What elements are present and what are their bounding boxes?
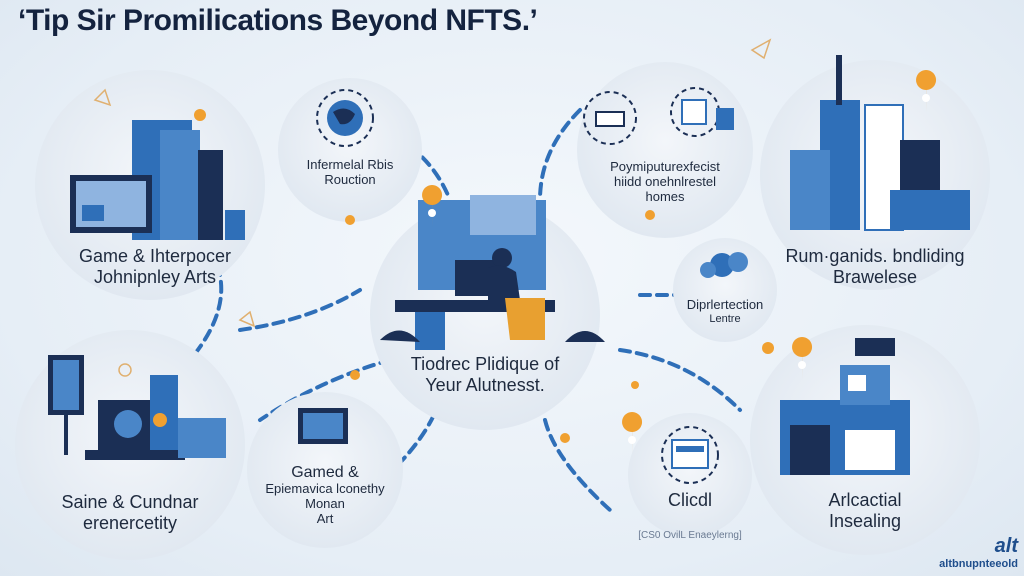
map-pin-icons — [422, 70, 937, 455]
desk-worker-illustration — [380, 195, 605, 350]
node-label-bottom-left: Saine & Cundnar erenercetity — [61, 492, 199, 533]
node-circle-top-mid-right — [577, 62, 753, 238]
node-label-top-right: Rum·ganids. bndliding Brawelese — [785, 246, 965, 287]
city-monitor-illustration — [70, 120, 245, 240]
pin-icon — [916, 70, 937, 113]
document-chart-icon — [670, 87, 734, 137]
node-label-top-mid-right: Poymiputurexfecist hiidd onehnlrestel ho… — [610, 159, 720, 204]
workspace-illustration — [48, 355, 226, 460]
logo-subtext: altbnupnteeold — [939, 558, 1018, 570]
pin-icon — [792, 337, 813, 380]
page-title: ‘Tip Sir Promilications Beyond NFTS.’ — [18, 4, 538, 37]
pin-icon — [622, 412, 643, 455]
node-circle-mid-right — [673, 238, 777, 342]
handshake-icon — [583, 91, 637, 145]
cloud-icon — [700, 252, 748, 278]
node-circle-bottom-mid-left — [247, 392, 403, 548]
node-label-bottom-right: Arlcactial Insealing — [828, 490, 902, 531]
skyline-illustration — [790, 55, 970, 231]
node-circle-top-mid-left — [278, 78, 422, 222]
storefront-illustration — [780, 338, 910, 475]
globe-icon — [316, 89, 374, 147]
doodle-icons — [93, 38, 772, 377]
node-label-center: Tiodrec Plidique of Yeur Alutnesst. — [410, 354, 560, 395]
node-label-bottom-mid-left: Gamed & Epiemavica lconethy Monan Art — [265, 464, 385, 527]
node-label-bottom-mid-right: Clicdl — [667, 490, 712, 510]
node-label-top-left: Game & Ihterpocer Johnipnley Arts — [78, 246, 232, 287]
node-circle-bottom-mid-right — [628, 413, 752, 537]
node-label-mid-right: Diprlertection Lentre — [686, 297, 764, 325]
sparkle-icons — [153, 109, 774, 443]
brand-logo: alt altbnupnteeold — [939, 535, 1018, 570]
footnote: [CS0 OvilL Enaeylerng] — [638, 530, 742, 541]
node-label-top-mid-left: Infermelal Rbis Rouction — [306, 157, 394, 187]
pin-icon — [422, 185, 443, 228]
logo-mark: alt — [994, 535, 1018, 557]
monitor-icon — [298, 408, 348, 444]
credit-card-icon — [661, 426, 719, 484]
